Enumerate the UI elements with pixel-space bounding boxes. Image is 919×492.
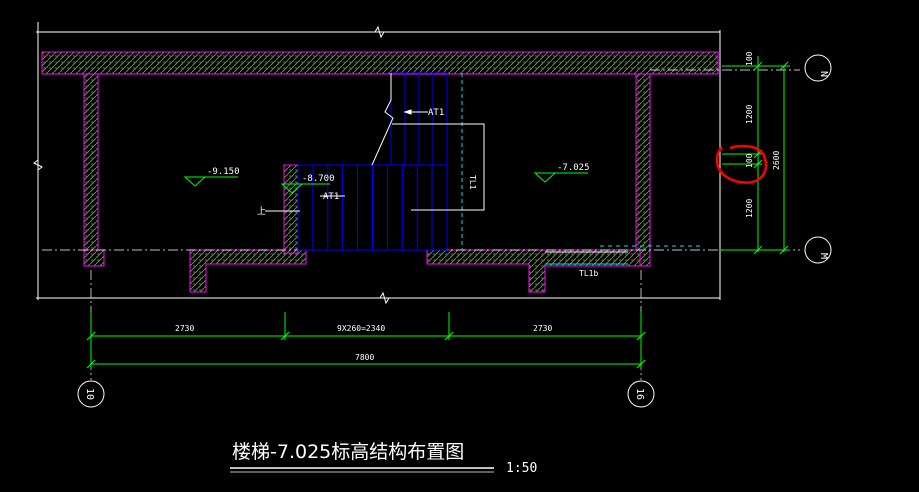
dim-right-1: 100 xyxy=(745,51,754,66)
drawing-title: 楼梯-7.025标高结构布置图 xyxy=(232,441,464,463)
axis-label-top: N xyxy=(818,71,829,77)
axis-bubble-right xyxy=(627,380,655,408)
dim-right-4: 1200 xyxy=(745,199,754,218)
stair-lower-label: AT1 xyxy=(323,192,339,202)
axis-bubble-bottom xyxy=(804,236,832,264)
beam-tl1b-label: TL1b xyxy=(579,269,598,278)
stair-break xyxy=(371,73,394,166)
elevation-left: -9.150 xyxy=(207,167,240,177)
dim-right-3: 100 xyxy=(745,153,754,168)
highlight-circle xyxy=(715,144,768,184)
up-label: 上 xyxy=(257,206,266,217)
break-frame xyxy=(33,22,721,305)
left-stub xyxy=(83,249,105,267)
stair-support-wall xyxy=(283,164,299,254)
top-wall xyxy=(41,51,719,75)
dim-bottom-left: 2730 xyxy=(175,324,194,333)
axis-label-left: 10 xyxy=(84,388,95,400)
dim-bottom-right: 2730 xyxy=(533,324,552,333)
dim-bottom-mid: 9X260=2340 xyxy=(337,324,385,333)
dim-right-total: 2600 xyxy=(772,151,781,170)
axis-label-bottom: M xyxy=(818,253,829,259)
grid-lines xyxy=(42,69,800,380)
stair-arrows xyxy=(265,109,428,212)
dim-right-2: 1200 xyxy=(745,105,754,124)
axis-bubble-left xyxy=(77,380,105,408)
bottom-beam-right xyxy=(426,249,641,293)
elevation-markers xyxy=(183,172,588,194)
elevation-mid: -8.700 xyxy=(302,174,335,184)
bottom-beam-left xyxy=(189,249,307,293)
axis-label-right: 16 xyxy=(634,388,645,400)
right-dimensions xyxy=(722,56,790,255)
stair-flights xyxy=(297,72,448,251)
axis-bubble-top xyxy=(804,54,832,82)
left-wall xyxy=(83,73,99,267)
axis-bubbles xyxy=(77,54,832,408)
right-wall xyxy=(635,73,651,267)
tl1-callout xyxy=(392,123,485,211)
drawing-scale: 1:50 xyxy=(506,461,537,476)
tl1b-beam xyxy=(545,245,700,265)
walls xyxy=(41,51,719,293)
elevation-right: -7.025 xyxy=(557,163,590,173)
stair-upper-label: AT1 xyxy=(428,108,444,118)
beam-tl1-label: TL1 xyxy=(468,175,477,190)
bottom-dimensions xyxy=(86,312,646,370)
dim-overall: 7800 xyxy=(355,353,374,362)
